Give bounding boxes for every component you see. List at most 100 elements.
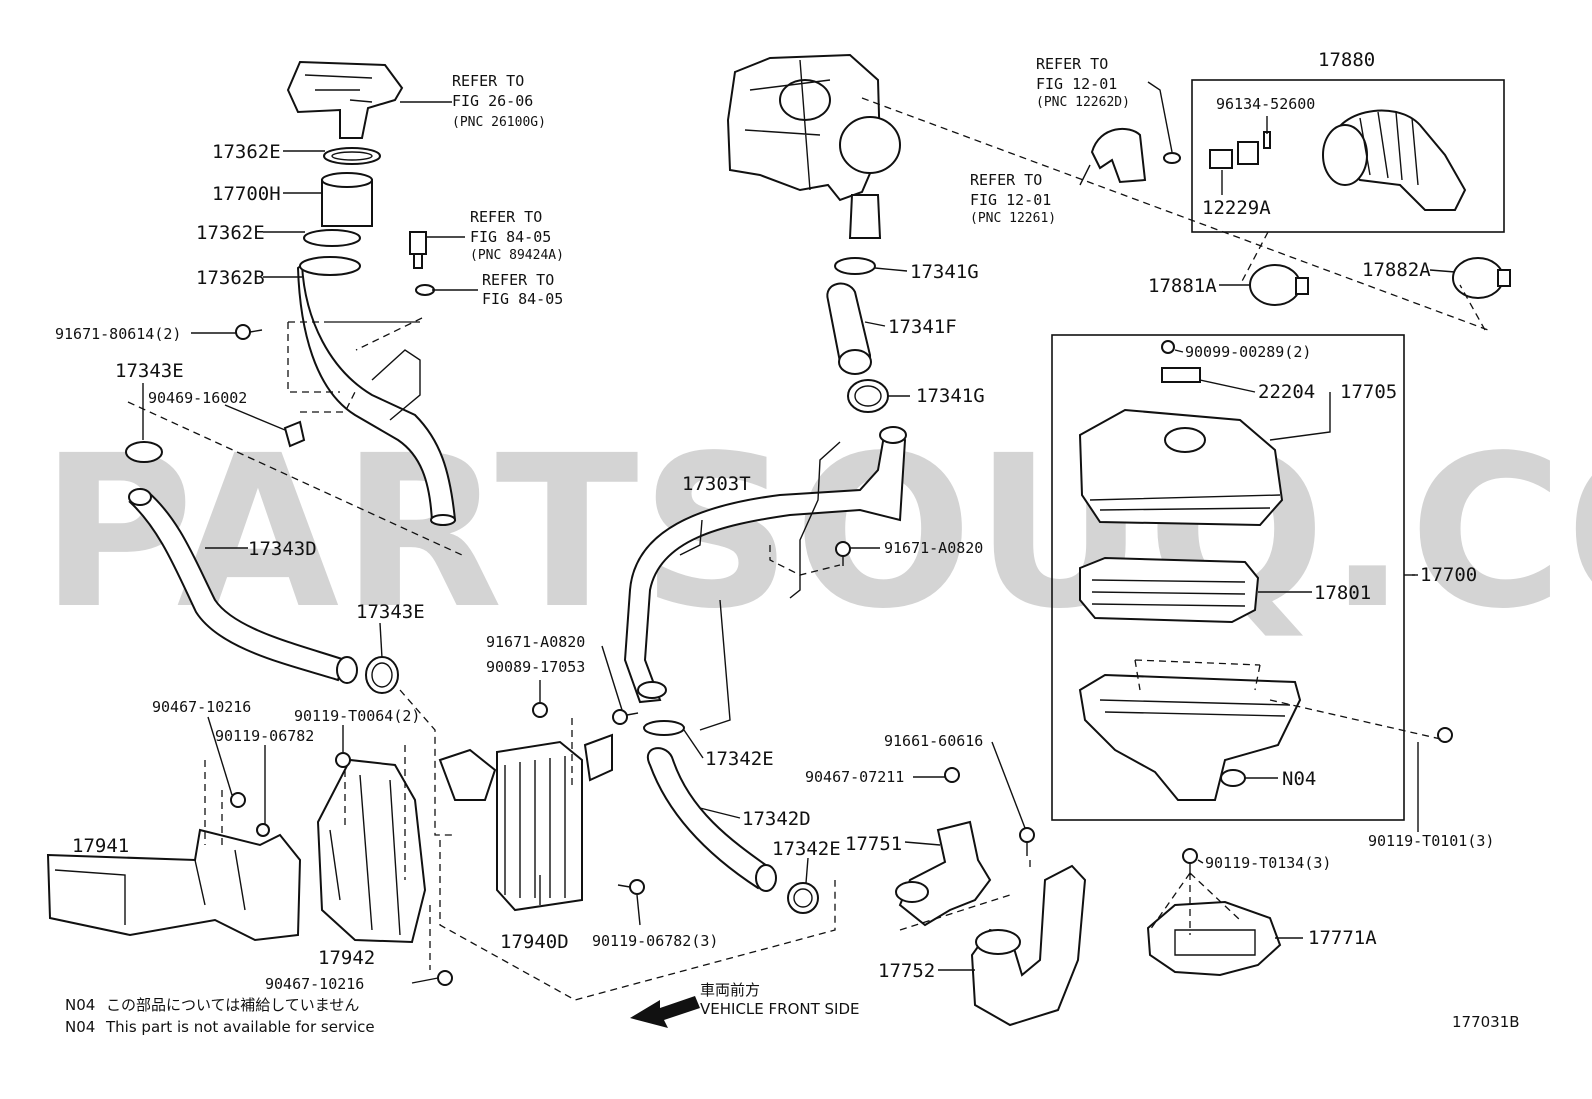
- label-17341G-lower: 17341G: [916, 385, 985, 407]
- clamp-17343E-drawing: [125, 441, 399, 694]
- clamp-17882A-drawing: [1452, 257, 1511, 299]
- note-text-jp: この部品については補給していません: [106, 996, 359, 1014]
- air-cleaner-case-drawing: [1078, 673, 1302, 801]
- note-text-en: This part is not available for service: [105, 1018, 375, 1036]
- svg-text:REFER TO: REFER TO: [482, 271, 554, 289]
- label-17771A: 17771A: [1308, 927, 1377, 949]
- svg-text:FIG 26-06: FIG 26-06: [452, 92, 533, 110]
- label-17362E-lower: 17362E: [196, 222, 265, 244]
- svg-text:FIG 84-05: FIG 84-05: [470, 228, 551, 246]
- duct-17942-drawing: [316, 758, 427, 944]
- label-17942: 17942: [318, 947, 375, 969]
- label-17343E-lower: 17343E: [356, 601, 425, 623]
- label-17941: 17941: [72, 835, 129, 857]
- refer-block-84-05-b: REFER TO FIG 84-05: [482, 271, 563, 308]
- refer-block-26-06: REFER TO FIG 26-06 (PNC 26100G): [452, 72, 546, 130]
- bolts-left-drawing: [235, 324, 306, 448]
- label-17752: 17752: [878, 960, 935, 982]
- label-90119-06782: 90119-06782: [215, 727, 314, 745]
- air-cleaner-hose-17880-drawing: [1322, 109, 1467, 211]
- label-91671-A0820-center: 91671-A0820: [884, 539, 983, 557]
- intercooler-17940D-drawing: [438, 733, 613, 912]
- svg-text:(PNC 26100G): (PNC 26100G): [452, 115, 546, 130]
- label-17880: 17880: [1318, 49, 1375, 71]
- label-17362B: 17362B: [196, 267, 265, 289]
- duct-17751-drawing: [895, 820, 992, 927]
- label-17940D: 17940D: [500, 931, 569, 953]
- label-12229A: 12229A: [1202, 197, 1271, 219]
- label-90469-16002: 90469-16002: [148, 389, 247, 407]
- arrow-left-icon: [630, 996, 700, 1028]
- svg-text:REFER TO: REFER TO: [470, 208, 542, 226]
- label-91671-A0820-left: 91671-A0820: [486, 633, 585, 651]
- pipe-17362B-drawing: [296, 256, 457, 526]
- air-cleaner-cover-drawing: [1078, 340, 1284, 527]
- label-17882A: 17882A: [1362, 259, 1431, 281]
- leader-lines: [142, 81, 1456, 984]
- label-17700: 17700: [1420, 564, 1477, 586]
- label-91661-60616: 91661-60616: [884, 732, 983, 750]
- label-17801: 17801: [1314, 582, 1371, 604]
- label-17362E-upper: 17362E: [212, 141, 281, 163]
- bolt-91671-A0820-center-drawing: [835, 541, 851, 566]
- label-17342E-lower: 17342E: [772, 838, 841, 860]
- refer-block-84-05-a: REFER TO FIG 84-05 (PNC 89424A): [470, 208, 564, 263]
- bolts-intercooler-drawing: [230, 702, 645, 986]
- svg-text:REFER TO: REFER TO: [452, 72, 524, 90]
- direction-jp: 車両前方: [700, 981, 760, 999]
- label-90467-10216-upper: 90467-10216: [152, 698, 251, 716]
- svg-text:(PNC 89424A): (PNC 89424A): [470, 248, 564, 263]
- duct-17752-drawing: [970, 864, 1087, 1027]
- clamp-17362E-lower-drawing: [303, 229, 361, 247]
- clamp-17342E-upper-drawing: [643, 720, 685, 736]
- hose-17700H-drawing: [321, 172, 373, 227]
- vehicle-front-indicator: 車両前方 VEHICLE FRONT SIDE: [630, 981, 860, 1028]
- label-17751: 17751: [845, 833, 902, 855]
- guide-lines: [127, 97, 1489, 1001]
- label-96134-52600: 96134-52600: [1216, 95, 1315, 113]
- bracket-17771A-drawing: [1146, 900, 1282, 977]
- clamp-17342E-lower-drawing: [787, 882, 819, 914]
- label-22204: 22204: [1258, 381, 1315, 403]
- svg-text:(PNC 12262D): (PNC 12262D): [1036, 95, 1130, 110]
- svg-text:REFER TO: REFER TO: [1036, 55, 1108, 73]
- refer-block-12-01-b: REFER TO FIG 12-01 (PNC 12261): [970, 171, 1056, 226]
- clamp-17341G-lower-drawing: [847, 379, 889, 413]
- air-filter-17801-drawing: [1079, 556, 1260, 624]
- label-17342D: 17342D: [742, 808, 811, 830]
- label-17343E-upper: 17343E: [115, 360, 184, 382]
- bolts-right-drawing: [944, 727, 1453, 873]
- hose-17341F-drawing: [826, 282, 872, 375]
- clamp-17362E-upper-drawing: [323, 147, 381, 165]
- clamp-17881A-drawing: [1249, 264, 1309, 306]
- svg-text:(PNC 12261): (PNC 12261): [970, 211, 1056, 226]
- label-17341G-upper: 17341G: [910, 261, 979, 283]
- label-90119-T0101: 90119-T0101(3): [1368, 832, 1494, 850]
- footnotes: N04 この部品については補給していません N04 This part is n…: [65, 996, 375, 1036]
- note-code-1: N04: [65, 996, 95, 1014]
- box-17700-frame: [1051, 334, 1405, 821]
- clamp-17341G-upper-drawing: [834, 257, 876, 275]
- throttle-body-drawing: [286, 60, 404, 139]
- direction-en: VEHICLE FRONT SIDE: [700, 1000, 860, 1018]
- sensor-12229A-drawing: [1209, 131, 1271, 169]
- label-17341F: 17341F: [888, 316, 957, 338]
- refer-block-12-01-a: REFER TO FIG 12-01 (PNC 12262D): [1036, 55, 1130, 110]
- label-17881A: 17881A: [1148, 275, 1217, 297]
- duct-17941-drawing: [46, 828, 302, 942]
- note-code-2: N04: [65, 1018, 95, 1036]
- label-90467-07211: 90467-07211: [805, 768, 904, 786]
- hose-17343D-drawing: [128, 488, 358, 684]
- label-90119-06782-3: 90119-06782(3): [592, 932, 718, 950]
- hose-17342D-drawing: [646, 747, 777, 892]
- figure-code: 177031B: [1452, 1013, 1520, 1031]
- label-17700H: 17700H: [212, 183, 281, 205]
- svg-text:REFER TO: REFER TO: [970, 171, 1042, 189]
- label-17705: 17705: [1340, 381, 1397, 403]
- label-90099-00289: 90099-00289(2): [1185, 343, 1311, 361]
- label-90119-T0134: 90119-T0134(3): [1205, 854, 1331, 872]
- refer-hose-12262D-drawing: [1090, 127, 1181, 184]
- box-17880-frame: [1191, 79, 1505, 233]
- label-90119-T0064: 90119-T0064(2): [294, 707, 420, 725]
